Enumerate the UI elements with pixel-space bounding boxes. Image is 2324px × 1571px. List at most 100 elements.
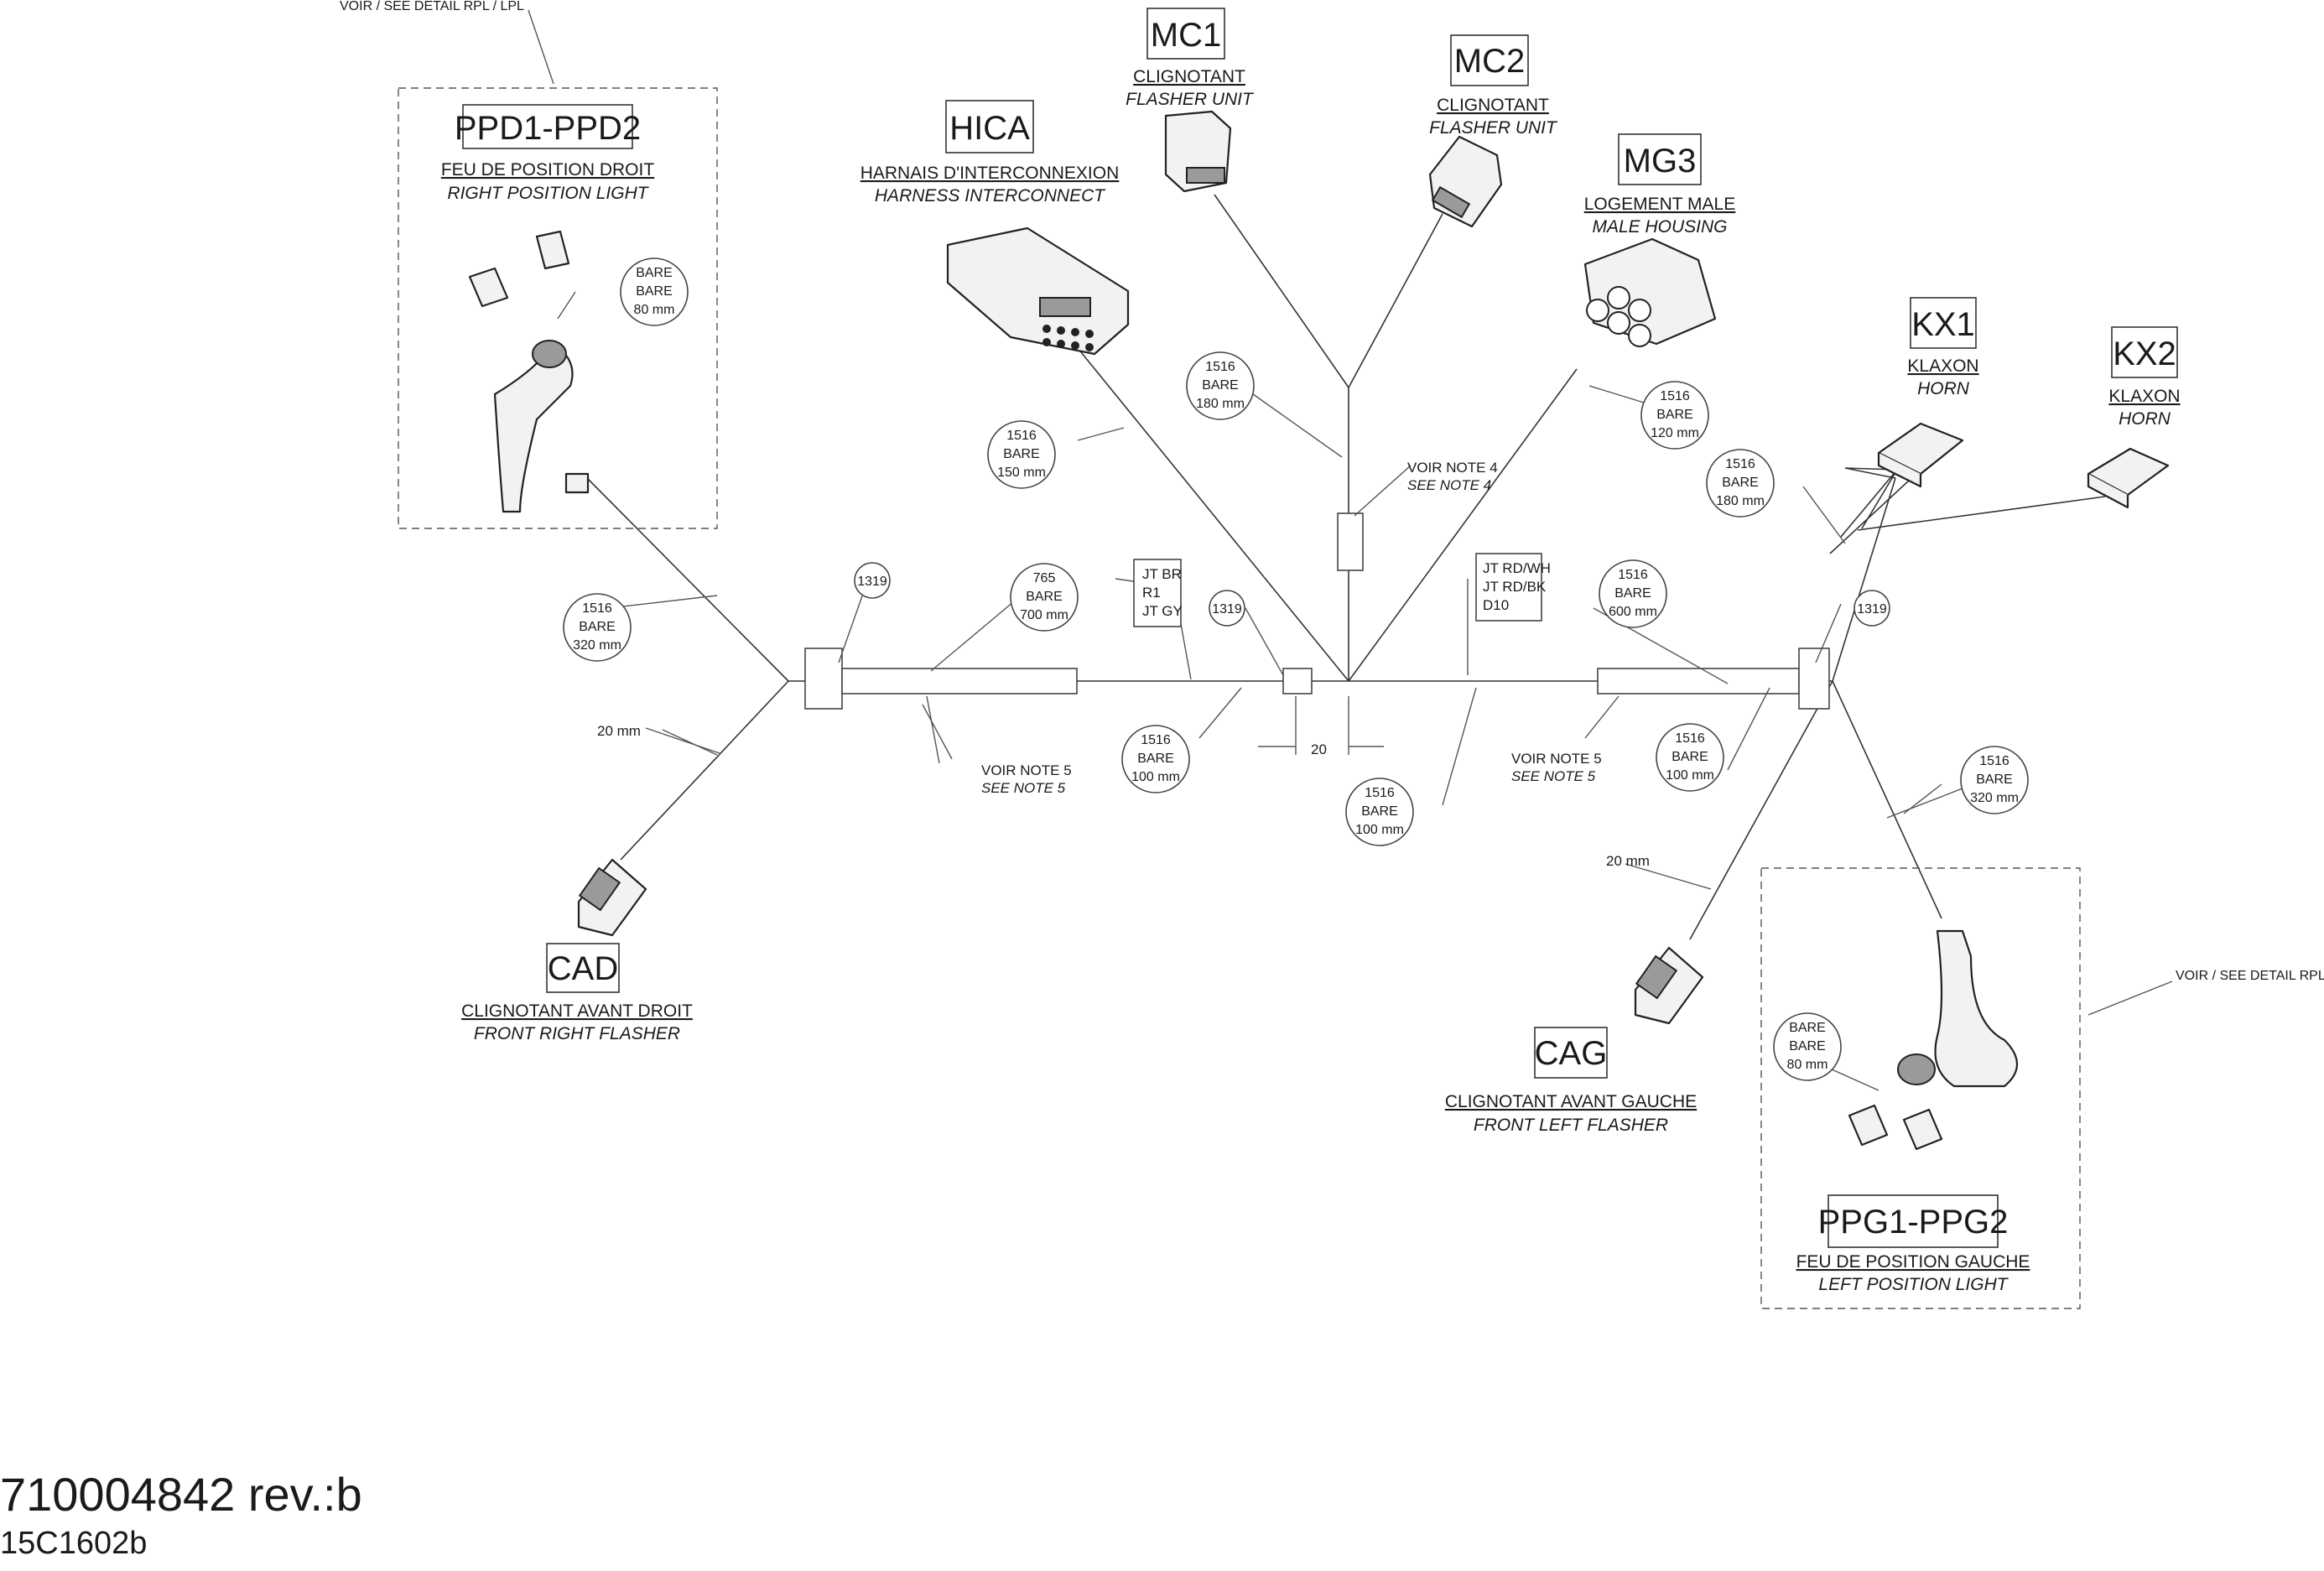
- jt2-line-1: JT RD/WH: [1483, 560, 1551, 576]
- bubble-765: 765 BARE 700 mm: [1010, 563, 1079, 632]
- cag-label-fr: CLIGNOTANT AVANT GAUCHE: [1445, 1092, 1697, 1111]
- bubble-kx: 1516 BARE 180 mm: [1706, 449, 1775, 518]
- ppg-label-en: LEFT POSITION LIGHT: [1818, 1275, 2009, 1294]
- kx1-code: KX1: [1911, 306, 1975, 343]
- mc2-label-en: FLASHER UNIT: [1429, 118, 1558, 138]
- svg-text:1516: 1516: [1660, 389, 1690, 403]
- svg-text:600 mm: 600 mm: [1609, 605, 1657, 619]
- svg-text:1516: 1516: [1205, 360, 1235, 374]
- svg-text:320 mm: 320 mm: [1970, 791, 2019, 805]
- svg-text:80 mm: 80 mm: [1787, 1058, 1828, 1072]
- kx1-label-en: HORN: [1917, 379, 1970, 398]
- ppd-code: PPD1-PPD2: [455, 110, 641, 147]
- svg-text:BARE: BARE: [1202, 378, 1239, 393]
- cad-label-en: FRONT RIGHT FLASHER: [474, 1024, 680, 1043]
- mc2-connector-icon: [1428, 135, 1503, 228]
- drawing-id: 15C1602b: [0, 1526, 148, 1561]
- bubble-100-a: 1516 BARE 100 mm: [1121, 725, 1190, 793]
- cad-connector-icon: [577, 858, 647, 937]
- bubble-100-c: 1516 BARE 100 mm: [1656, 723, 1724, 792]
- mc2-label-fr: CLIGNOTANT: [1437, 96, 1549, 115]
- kx2-connector-icon: [2087, 447, 2170, 509]
- mc2-code: MC2: [1454, 43, 1525, 80]
- hica-connector-icon: [946, 226, 1130, 356]
- bubble-600: 1516 BARE 600 mm: [1599, 559, 1667, 628]
- jt2-line-2: JT RD/BK: [1483, 579, 1547, 595]
- bubble-ppd: 1516 BARE 320 mm: [563, 593, 632, 662]
- svg-text:BARE: BARE: [579, 620, 616, 634]
- note5b-fr: VOIR NOTE 5: [1511, 751, 1602, 767]
- note4-fr: VOIR NOTE 4: [1407, 460, 1498, 476]
- svg-text:700 mm: 700 mm: [1020, 608, 1068, 622]
- jt1-line-3: JT GY: [1142, 603, 1183, 619]
- mc1-code: MC1: [1151, 17, 1221, 54]
- ppd-label-fr: FEU DE POSITION DROIT: [441, 160, 655, 179]
- cag-connector-icon: [1634, 946, 1704, 1025]
- jt1-line-2: R1: [1142, 585, 1161, 601]
- hica-label-fr: HARNAIS D'INTERCONNEXION: [860, 164, 1120, 183]
- bubble-ppg-bare: BARE BARE 80 mm: [1773, 1012, 1842, 1081]
- svg-text:BARE: BARE: [1003, 447, 1040, 461]
- note4-en: SEE NOTE 4: [1407, 477, 1491, 493]
- cad-code-box: [546, 943, 620, 993]
- ppd-detail-frame: [398, 87, 718, 529]
- svg-text:1516: 1516: [1365, 786, 1395, 800]
- svg-text:BARE: BARE: [1137, 752, 1174, 766]
- svg-text:1516: 1516: [1725, 457, 1755, 471]
- bubble-mc: 1516 BARE 180 mm: [1186, 351, 1255, 420]
- svg-text:1319: 1319: [1857, 602, 1887, 616]
- svg-text:100 mm: 100 mm: [1131, 770, 1180, 784]
- svg-text:BARE: BARE: [636, 266, 673, 280]
- kx1-label-fr: KLAXON: [1907, 356, 1978, 376]
- bubble-100-b: 1516 BARE 100 mm: [1345, 778, 1414, 846]
- harness-wires: [586, 194, 2106, 940]
- mg3-code: MG3: [1624, 143, 1697, 179]
- part-number: 710004842 rev.:b: [0, 1468, 362, 1521]
- bubble-mg3: 1516 BARE 120 mm: [1640, 381, 1709, 450]
- ppg-code-box: [1827, 1194, 1999, 1248]
- mg3-connector-icon: [1583, 237, 1717, 347]
- ppg-code: PPG1-PPG2: [1818, 1204, 2009, 1241]
- svg-text:100 mm: 100 mm: [1355, 823, 1404, 837]
- hica-code-box: [945, 100, 1034, 153]
- svg-text:80 mm: 80 mm: [634, 303, 675, 317]
- svg-text:1516: 1516: [1141, 733, 1171, 747]
- svg-text:1516: 1516: [1675, 731, 1705, 746]
- svg-text:BARE: BARE: [1614, 586, 1651, 601]
- hica-label-en: HARNESS INTERCONNECT: [875, 186, 1106, 205]
- svg-text:320 mm: 320 mm: [573, 638, 621, 653]
- length-20mm-right: 20 mm: [597, 723, 641, 739]
- kx2-code: KX2: [2113, 336, 2176, 372]
- jt1-box: [1133, 559, 1182, 627]
- note5b-en: SEE NOTE 5: [1511, 768, 1596, 784]
- svg-text:180 mm: 180 mm: [1196, 397, 1245, 411]
- svg-text:BARE: BARE: [1789, 1039, 1826, 1053]
- svg-text:BARE: BARE: [1722, 476, 1759, 490]
- kx2-label-en: HORN: [2119, 409, 2171, 429]
- cad-code: CAD: [548, 950, 618, 987]
- ppg-connector-icon: [1848, 929, 2018, 1151]
- svg-text:1516: 1516: [1006, 429, 1037, 443]
- bubble-1319-b: 1319: [1209, 590, 1245, 627]
- mc2-code-box: [1450, 34, 1529, 86]
- svg-text:765: 765: [1033, 571, 1056, 585]
- cag-label-en: FRONT LEFT FLASHER: [1474, 1116, 1668, 1135]
- length-20mm-left: 20 mm: [1606, 853, 1650, 869]
- svg-text:180 mm: 180 mm: [1716, 494, 1765, 508]
- cag-code: CAG: [1535, 1035, 1608, 1072]
- svg-text:BARE: BARE: [1361, 804, 1398, 819]
- svg-text:1516: 1516: [1979, 754, 2009, 768]
- svg-text:1516: 1516: [582, 601, 612, 616]
- dimension-20: 20: [1311, 741, 1327, 757]
- svg-text:BARE: BARE: [636, 284, 673, 299]
- bubble-ppg: 1516 BARE 320 mm: [1960, 746, 2029, 814]
- ppd-label-en: RIGHT POSITION LIGHT: [447, 184, 649, 203]
- detail-callout-left: VOIR / SEE DETAIL RPL / LPL: [2176, 969, 2324, 983]
- note5a-en: SEE NOTE 5: [981, 780, 1066, 796]
- cad-label-fr: CLIGNOTANT AVANT DROIT: [461, 1001, 693, 1021]
- ppg-label-fr: FEU DE POSITION GAUCHE: [1796, 1252, 2030, 1272]
- mc1-label-fr: CLIGNOTANT: [1133, 67, 1245, 86]
- hica-code: HICA: [949, 110, 1030, 147]
- svg-text:1319: 1319: [1212, 602, 1242, 616]
